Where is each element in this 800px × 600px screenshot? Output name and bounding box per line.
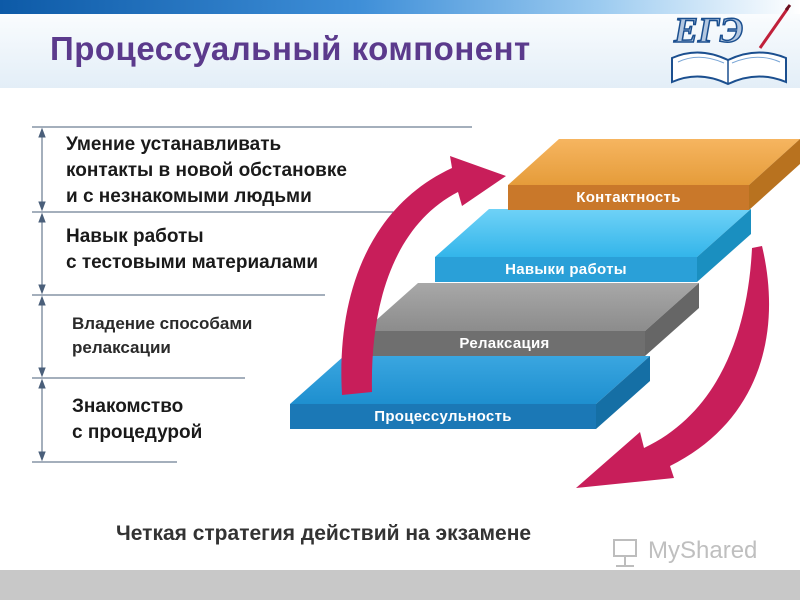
step-label-relaxation: Релаксация <box>459 335 550 352</box>
step-work-skills <box>435 209 751 282</box>
step-label-contact: Контактность <box>576 189 681 206</box>
header-background <box>0 0 800 88</box>
bottom-caption: Четкая стратегия действий на экзамене <box>116 522 532 545</box>
page-title: Процессуальный компонент <box>50 30 531 67</box>
bracket-arrow <box>38 378 46 462</box>
up-arrow <box>341 156 506 395</box>
logo-text: ЕГЭ <box>673 10 743 50</box>
row-line: Навык работы <box>66 226 204 247</box>
header-stripe <box>0 0 800 14</box>
row-line: и с незнакомыми людьми <box>66 186 312 207</box>
bracket-arrow <box>38 127 46 212</box>
row-line: Умение устанавливать <box>66 134 282 155</box>
row-line: релаксации <box>72 338 171 357</box>
step-label-proceduralness: Процессульность <box>374 408 512 425</box>
bracket-arrow <box>38 212 46 295</box>
row-work-skill-text: Навык работы с тестовыми материалами <box>66 224 318 276</box>
bracket-arrow <box>38 295 46 378</box>
row-contacts-text: Умение устанавливать контакты в новой об… <box>66 132 347 210</box>
step-proceduralness <box>290 356 650 429</box>
footer-bar <box>0 570 800 600</box>
row-relaxation-text: Владение способами релаксации <box>72 312 252 360</box>
row-line: Владение способами <box>72 314 253 333</box>
watermark-text: MyShared <box>648 537 758 564</box>
down-arrow <box>576 246 770 488</box>
step-contact <box>508 139 800 210</box>
row-line: Знакомство <box>72 396 184 417</box>
row-line: с процедурой <box>72 422 203 443</box>
row-procedure-text: Знакомство с процедурой <box>72 394 202 446</box>
row-line: с тестовыми материалами <box>66 252 319 273</box>
step-relaxation <box>364 283 699 356</box>
row-line: контакты в новой обстановке <box>66 160 347 181</box>
step-label-work-skills: Навыки работы <box>505 261 627 278</box>
ege-logo: ЕГЭ <box>671 4 792 86</box>
